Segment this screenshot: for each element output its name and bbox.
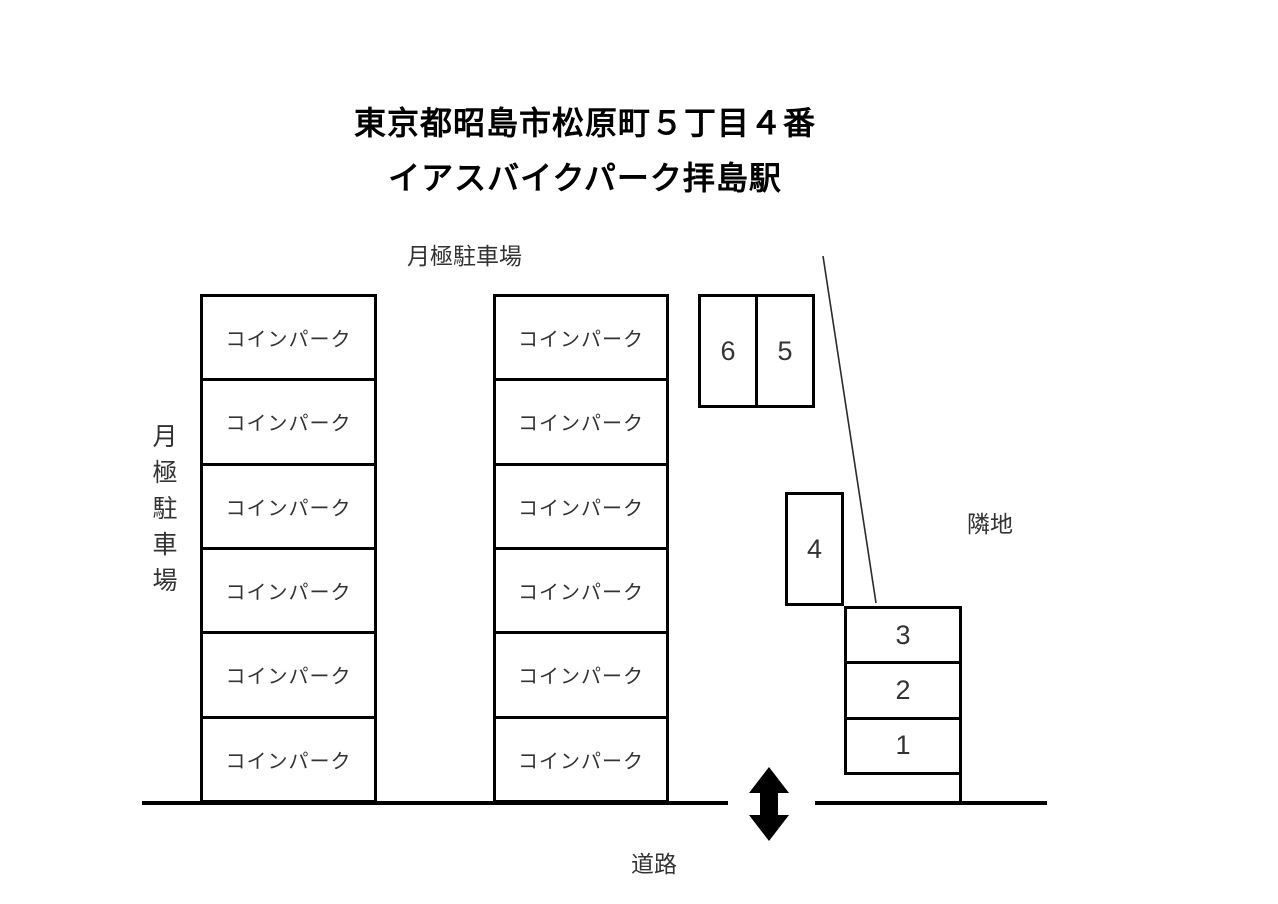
coin-park-cell: コインパーク — [203, 378, 374, 462]
space-6-cell: 6 — [720, 335, 736, 366]
coin-park-cell: コインパーク — [496, 462, 666, 547]
space-5-cell: 5 — [755, 297, 812, 405]
coin-park-cell: コインパーク — [203, 631, 374, 715]
space-1-cell: 1 — [847, 716, 959, 772]
space-4-cell: 4 — [806, 533, 823, 564]
coin-park-cell: コインパーク — [203, 715, 374, 800]
monthly-parking-top-label: 月極駐車場 — [407, 243, 522, 269]
monthly-parking-left-vertical-label: 月極駐車場 — [152, 423, 178, 595]
space-stack-3-2-1: 3 2 1 — [844, 606, 962, 775]
coin-park-cell: コインパーク — [496, 631, 666, 715]
page-title: 東京都昭島市松原町５丁目４番 イアスバイクパーク拝島駅 — [0, 96, 1170, 206]
double-arrow-icon — [749, 767, 789, 841]
road-label: 道路 — [631, 851, 677, 877]
coin-park-middle-column: コインパーク コインパーク コインパーク コインパーク コインパーク コインパー… — [493, 294, 669, 803]
coin-park-cell: コインパーク — [203, 462, 374, 547]
coin-park-cell: コインパーク — [225, 329, 352, 352]
coin-park-cell: コインパーク — [496, 378, 666, 462]
page-title-line1: 東京都昭島市松原町５丁目４番 — [353, 105, 816, 141]
space-pair-6-5: 6 5 — [698, 294, 815, 408]
adjacent-land-label: 隣地 — [967, 511, 1013, 537]
space-4-box: 4 — [785, 492, 844, 606]
page-title-line2: イアスバイクパーク拝島駅 — [388, 160, 782, 196]
space-3-cell: 3 — [895, 619, 911, 650]
coin-park-left-column: コインパーク コインパーク コインパーク コインパーク コインパーク コインパー… — [200, 294, 377, 803]
space-2-cell: 2 — [847, 661, 959, 716]
coin-park-cell: コインパーク — [518, 329, 644, 352]
coin-park-cell: コインパーク — [496, 546, 666, 631]
coin-park-cell: コインパーク — [203, 546, 374, 631]
coin-park-cell: コインパーク — [496, 715, 666, 800]
